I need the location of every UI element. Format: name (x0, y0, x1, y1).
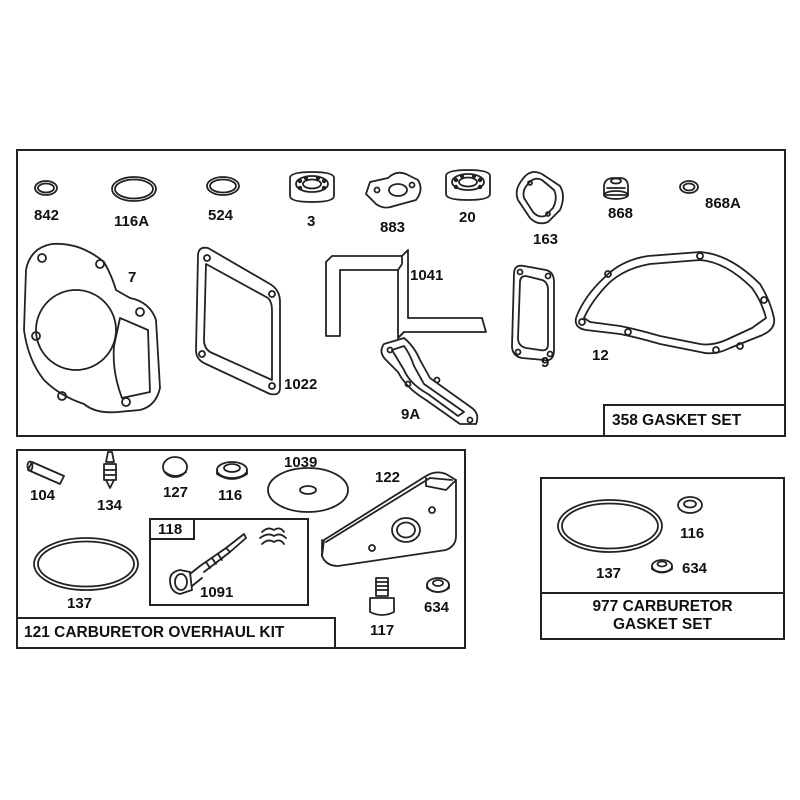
part-137-gasket-set-icon (557, 499, 663, 553)
part-label-1022: 1022 (284, 376, 318, 393)
overhaul-kit-title-box (16, 617, 336, 649)
part-20-oil-seal-icon (445, 169, 491, 201)
part-label-883: 883 (380, 219, 406, 236)
part-label-842: 842 (34, 207, 60, 224)
part-163-gasket-icon (515, 171, 564, 225)
part-1022-gasket-icon (195, 246, 281, 396)
part-104-pin-icon (26, 460, 65, 485)
gasket-set-title: 358 GASKET SET (612, 412, 742, 429)
sub-kit-118-label-box (149, 518, 195, 540)
sub-kit-118-frame (149, 518, 309, 606)
part-label-116: 116 (218, 487, 243, 504)
part-524-oring-icon (206, 176, 240, 196)
part-label-116a: 116A (114, 213, 150, 230)
part-3-oil-seal-icon (289, 171, 335, 203)
part-116a-oring-icon (111, 176, 157, 202)
part-label-868a: 868A (705, 195, 741, 212)
part-label-117: 117 (370, 622, 395, 639)
part-label-7: 7 (128, 269, 137, 286)
part-134-inlet-needle-icon (103, 451, 117, 489)
part-116-washer-set-icon (677, 496, 703, 514)
part-label-1041: 1041 (410, 267, 444, 284)
carb-gasket-set-title-line2: GASKET SET (612, 616, 713, 633)
part-label-122: 122 (375, 469, 401, 486)
part-868-valve-seal-icon (603, 177, 629, 200)
part-label-1039: 1039 (284, 454, 318, 471)
part-1091-needle-spring-icon (169, 527, 287, 595)
part-868a-washer-icon (679, 180, 699, 194)
part-label-134: 134 (97, 497, 123, 514)
sub-kit-118-label: 118 (158, 521, 183, 538)
part-label-137-set: 137 (596, 565, 622, 582)
part-label-9: 9 (541, 354, 550, 371)
gasket-set-title-box (603, 404, 786, 437)
part-1041-breather-bar-icon (325, 249, 487, 339)
part-label-9a: 9A (401, 406, 421, 423)
part-883-flange-gasket-icon (365, 171, 422, 209)
part-label-12: 12 (592, 347, 609, 364)
part-label-3: 3 (307, 213, 316, 230)
part-label-127: 127 (163, 484, 189, 501)
part-9-gasket-icon (511, 264, 555, 362)
part-7-head-gasket-icon (23, 242, 161, 414)
part-1039-diaphragm-icon (267, 467, 349, 513)
part-label-163: 163 (533, 231, 559, 248)
part-117-jet-icon (369, 577, 395, 616)
gasket-set-panel (16, 149, 786, 437)
part-label-1091: 1091 (200, 584, 234, 601)
part-label-634: 634 (424, 599, 450, 616)
part-842-oring-icon (34, 180, 58, 196)
part-label-524: 524 (208, 207, 234, 224)
part-label-20: 20 (459, 209, 476, 226)
part-label-868: 868 (608, 205, 634, 222)
part-122-carburetor-plate-icon (321, 471, 457, 567)
part-634-washer-icon (426, 577, 450, 593)
part-label-104: 104 (30, 487, 56, 504)
part-12-crankcase-gasket-icon (574, 251, 776, 355)
part-label-137: 137 (67, 595, 93, 612)
part-label-634-set: 634 (682, 560, 708, 577)
part-137-gasket-icon (33, 537, 139, 591)
part-127-cup-plug-icon (162, 456, 188, 478)
part-9a-gasket-icon (380, 337, 479, 425)
overhaul-kit-title: 121 CARBURETOR OVERHAUL KIT (24, 624, 285, 641)
part-116-washer-icon (216, 461, 248, 480)
carb-gasket-set-title-line1: 977 CARBURETOR (592, 598, 733, 615)
part-label-116-set: 116 (680, 525, 705, 542)
part-634-washer-set-icon (651, 559, 673, 574)
carb-gasket-set-title-box (540, 592, 785, 640)
